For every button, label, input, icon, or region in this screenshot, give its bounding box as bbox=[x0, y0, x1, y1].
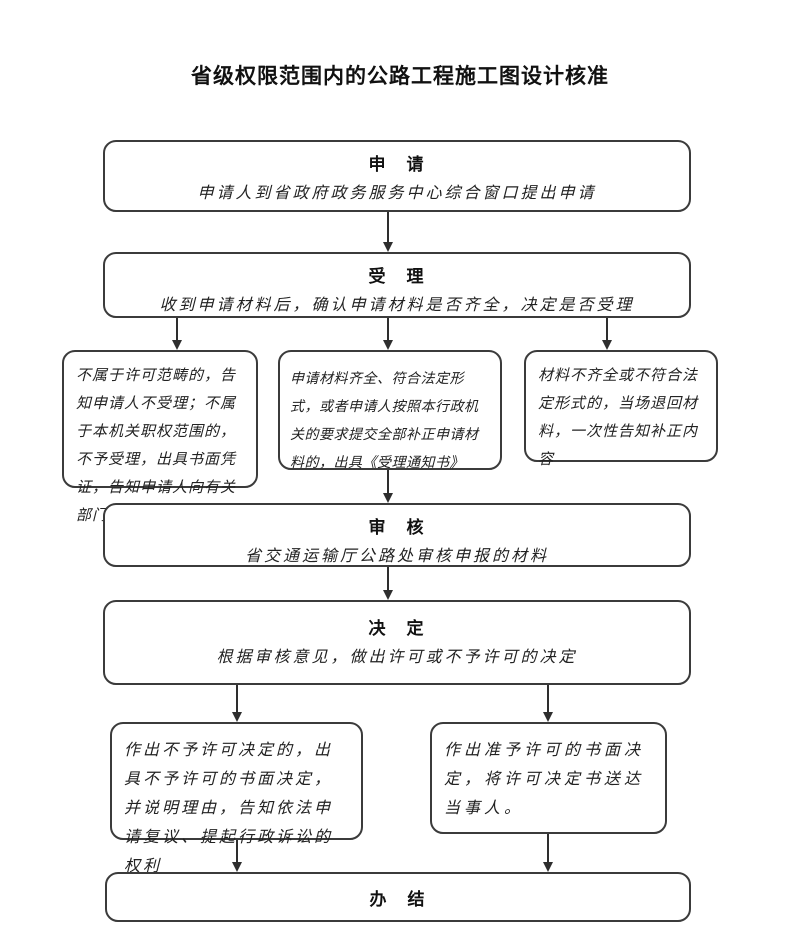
node-decide-body: 根据审核意见，做出许可或不予许可的决定 bbox=[216, 649, 578, 666]
arrow-head-icon bbox=[542, 862, 553, 872]
node-branch-accept-body: 申请材料齐全、符合法定形式，或者申请人按照本行政机关的要求提交全部补正申请材料的… bbox=[290, 370, 479, 470]
arrow-shaft bbox=[387, 318, 389, 342]
arrow-shaft bbox=[236, 685, 238, 714]
arrow-head-icon bbox=[601, 340, 612, 350]
node-accept: 受 理 收到申请材料后，确认申请材料是否齐全，决定是否受理 bbox=[103, 252, 691, 318]
arrow-head-icon bbox=[171, 340, 182, 350]
arrow-head-icon bbox=[382, 242, 393, 252]
node-apply: 申 请 申请人到省政府政务服务中心综合窗口提出申请 bbox=[103, 140, 691, 212]
node-branch-reject: 不属于许可范畴的，告知申请人不受理；不属于本机关职权范围的，不予受理，出具书面凭… bbox=[62, 350, 258, 524]
arrow-shaft bbox=[387, 212, 389, 244]
node-apply-body: 申请人到省政府政务服务中心综合窗口提出申请 bbox=[197, 185, 597, 202]
arrow-head-icon bbox=[542, 712, 553, 722]
node-branch-incomplete-body: 材料不齐全或不符合法定形式的，当场退回材料，一次性告知补正内容 bbox=[538, 367, 699, 468]
node-complete-heading: 办 结 bbox=[369, 889, 427, 909]
node-grant-body: 作出准予许可的书面决定，将许可决定书送达当事人。 bbox=[444, 742, 645, 817]
node-branch-reject-body: 不属于许可范畴的，告知申请人不受理；不属于本机关职权范围的，不予受理，出具书面凭… bbox=[76, 367, 237, 524]
node-accept-heading: 受 理 bbox=[368, 267, 426, 286]
arrow-head-icon bbox=[382, 493, 393, 503]
arrow-head-icon bbox=[231, 712, 242, 722]
node-decide-heading: 决 定 bbox=[368, 619, 426, 638]
arrow-shaft bbox=[236, 840, 238, 864]
node-branch-accept: 申请材料齐全、符合法定形式，或者申请人按照本行政机关的要求提交全部补正申请材料的… bbox=[278, 350, 502, 470]
arrow-shaft bbox=[606, 318, 608, 342]
node-branch-incomplete: 材料不齐全或不符合法定形式的，当场退回材料，一次性告知补正内容 bbox=[524, 350, 718, 468]
arrow-head-icon bbox=[382, 590, 393, 600]
arrow-shaft bbox=[387, 470, 389, 495]
node-decide: 决 定 根据审核意见，做出许可或不予许可的决定 bbox=[103, 600, 691, 685]
node-deny-body: 作出不予许可决定的，出具不予许可的书面决定，并说明理由，告知依法申请复议、提起行… bbox=[124, 742, 334, 875]
node-review-heading: 审 核 bbox=[368, 518, 426, 537]
arrow-shaft bbox=[547, 685, 549, 714]
node-accept-body: 收到申请材料后，确认申请材料是否齐全，决定是否受理 bbox=[159, 297, 635, 314]
node-deny: 作出不予许可决定的，出具不予许可的书面决定，并说明理由，告知依法申请复议、提起行… bbox=[110, 722, 363, 875]
arrow-head-icon bbox=[382, 340, 393, 350]
page-title: 省级权限范围内的公路工程施工图设计核准 bbox=[191, 65, 609, 88]
node-grant: 作出准予许可的书面决定，将许可决定书送达当事人。 bbox=[430, 722, 667, 834]
arrow-shaft bbox=[547, 834, 549, 864]
node-apply-heading: 申 请 bbox=[368, 155, 426, 174]
arrow-shaft bbox=[176, 318, 178, 342]
arrow-shaft bbox=[387, 567, 389, 592]
arrow-head-icon bbox=[231, 862, 242, 872]
node-review-body: 省交通运输厅公路处审核申报的材料 bbox=[244, 548, 549, 565]
node-complete: 办 结 bbox=[105, 872, 691, 922]
node-review: 审 核 省交通运输厅公路处审核申报的材料 bbox=[103, 503, 691, 567]
